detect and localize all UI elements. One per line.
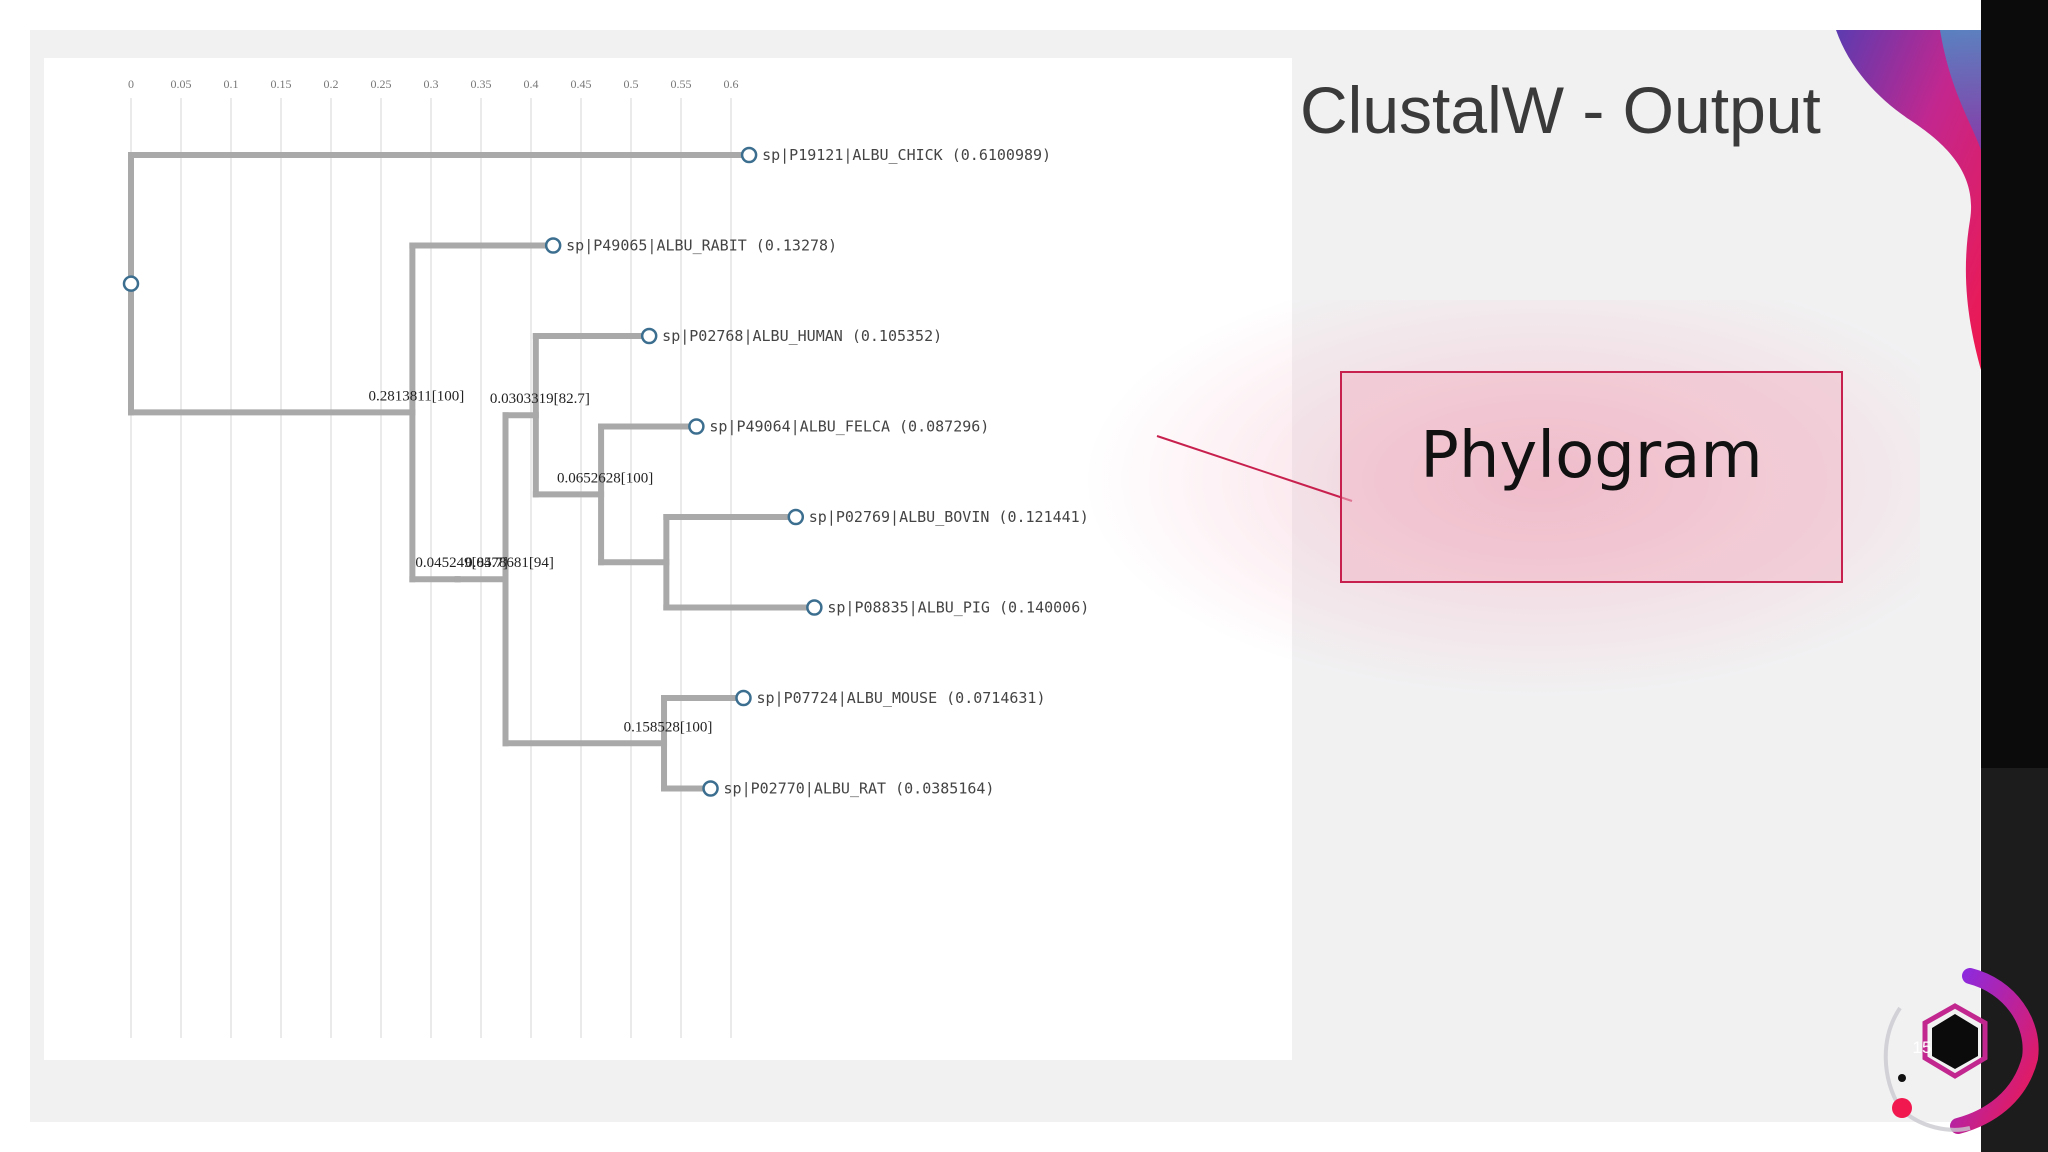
- axis-tick-label: 0.05: [171, 77, 192, 91]
- axis-tick-label: 0.45: [571, 77, 592, 91]
- axis-tick-label: 0.4: [524, 77, 539, 91]
- axis-tick-label: 0.3: [424, 77, 439, 91]
- axis-tick-label: 0: [128, 77, 134, 91]
- internal-node-label: 0.045249[85.7]: [415, 555, 508, 571]
- callout-label: Phylogram: [1420, 419, 1763, 493]
- leaf-label: sp|P49064|ALBU_FELCA (0.087296): [709, 418, 989, 436]
- leaf-label: sp|P19121|ALBU_CHICK (0.6100989): [762, 146, 1051, 164]
- leaf-label: sp|P02768|ALBU_HUMAN (0.105352): [662, 327, 942, 345]
- leaf-node-icon: [544, 237, 562, 254]
- leaf-label: sp|P49065|ALBU_RABIT (0.13278): [566, 237, 837, 255]
- decorative-swirl-top: [1836, 30, 1981, 370]
- axis-tick-label: 0.5: [624, 77, 639, 91]
- axis-tick-label: 0.1: [224, 77, 239, 91]
- leaf-node-icon: [806, 599, 823, 616]
- axis-tick-label: 0.6: [724, 77, 739, 91]
- phylogram-callout-box: Phylogram: [1340, 371, 1843, 583]
- leaf-node-icon: [740, 146, 758, 164]
- axis-tick-label: 0.25: [371, 77, 392, 91]
- leaf-node-icon: [688, 418, 705, 435]
- internal-node-label: 0.0652628[100]: [557, 470, 653, 486]
- phylogram-tree: 0 0.05 0.1 0.15 0.2 0.25 0.3 0.35 0.4 0.45 0.5 0.55…: [122, 77, 1089, 1038]
- internal-node-label: 0.0303319[82.7]: [490, 391, 590, 407]
- slide-title: ClustalW - Output: [1300, 73, 1821, 147]
- page-badge-decoration: [1883, 968, 2039, 1134]
- leaf-node-icon: [787, 508, 805, 526]
- leaf-node-icon: [735, 689, 752, 707]
- page-number: 15: [1912, 1038, 1932, 1057]
- leaf-label: sp|P08835|ALBU_PIG (0.140006): [827, 599, 1089, 617]
- leaf-label: sp|P07724|ALBU_MOUSE (0.0714631): [756, 689, 1045, 707]
- internal-node-label: 0.0478681[94]: [465, 555, 554, 571]
- leaf-label: sp|P02769|ALBU_BOVIN (0.121441): [809, 508, 1089, 526]
- axis-tick-label: 0.35: [471, 77, 492, 91]
- leaf-node-icon: [702, 780, 719, 797]
- internal-node-label: 0.158528[100]: [624, 719, 713, 735]
- leaf-node-icon: [640, 327, 658, 345]
- axis-tick-label: 0.55: [671, 77, 692, 91]
- root-node-icon: [122, 275, 140, 292]
- axis-tick-label: 0.2: [324, 77, 339, 91]
- leaf-label: sp|P02770|ALBU_RAT (0.0385164): [724, 780, 995, 798]
- axis-tick-label: 0.15: [271, 77, 292, 91]
- internal-node-label: 0.2813811[100]: [369, 388, 465, 404]
